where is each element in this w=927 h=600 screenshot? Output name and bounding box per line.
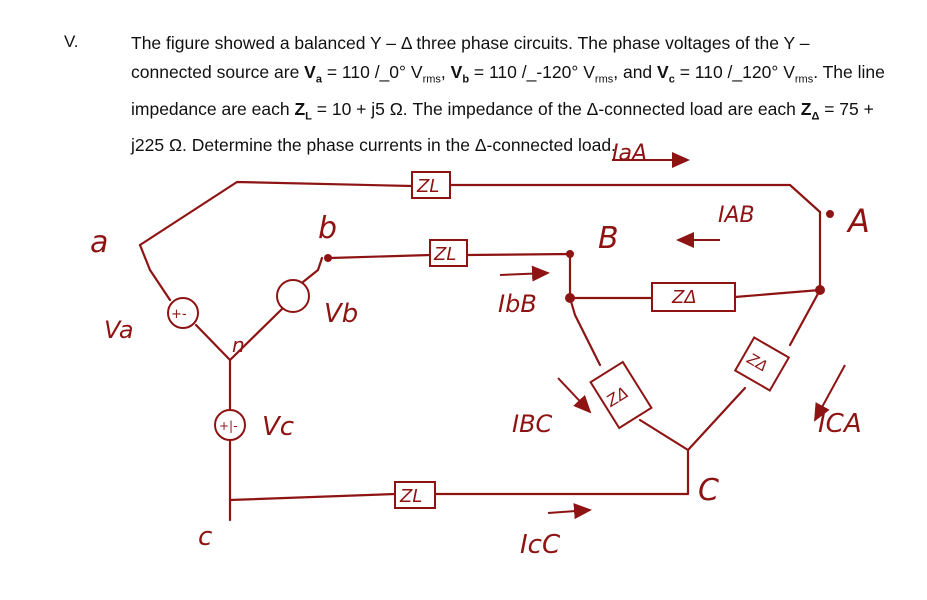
node-dot-A-top: [826, 210, 834, 218]
zd-value: = 75 + j225 Ω. Determine the phase curre…: [131, 98, 874, 156]
label-node-b: b: [318, 211, 337, 246]
wire-a-top: [138, 180, 414, 247]
vb-value: = 110 /_-120° V: [469, 62, 595, 82]
label-i-aA: IaA: [612, 141, 647, 166]
separator: ,: [440, 62, 451, 82]
zl-bot-box: [394, 481, 436, 509]
arrow-IbB: [499, 265, 550, 282]
label-va: Va: [104, 316, 134, 344]
label-i-CA: ICA: [818, 409, 862, 439]
vc-symbol: V: [657, 62, 669, 82]
wire-b-source: [301, 256, 324, 284]
vc-value: = 110 /_120° V: [674, 62, 795, 82]
source-vc: [214, 409, 246, 441]
wire-top-to-A: [448, 183, 822, 214]
zl-subscript: L: [305, 110, 312, 122]
wire-A-to-ZCA: [788, 288, 822, 347]
label-vb: Vb: [324, 299, 358, 329]
intro-text: The figure showed a balanced Y – Δ three…: [131, 33, 810, 82]
label-i-AB: IAB: [718, 203, 755, 228]
wire-B-to-ZBC: [568, 296, 602, 367]
problem-statement: The figure showed a balanced Y – Δ three…: [131, 29, 891, 160]
wire-ZAB-to-A: [733, 288, 822, 299]
label-i-bB: IbB: [498, 290, 537, 318]
label-node-c: c: [198, 522, 212, 552]
label-node-n: n: [232, 333, 245, 357]
label-i-BC: IBC: [512, 410, 553, 438]
wire-c-line: [228, 492, 397, 502]
zd-subscript: Δ: [811, 110, 820, 122]
wire-a-neutral: [194, 323, 232, 362]
zl-top-box: [411, 171, 451, 199]
va-unit: rms: [422, 73, 441, 86]
va-value: = 110 /_0° V: [321, 62, 423, 82]
zl-value: = 10 + j5 Ω. The impedance of the Δ-conn…: [311, 98, 801, 119]
source-vb: [276, 279, 310, 313]
wire-c-line-2: [433, 448, 690, 496]
zl-mid-box: [429, 239, 468, 267]
label-i-cC: IcC: [520, 530, 561, 560]
wire-b-line: [328, 253, 432, 260]
wire-a-source: [138, 243, 172, 302]
arrow-IBC: [557, 377, 592, 414]
zd-ab-box: [651, 282, 736, 312]
va-subscript: a: [315, 73, 322, 86]
vc-subscript: c: [668, 73, 675, 86]
label-src-c-sign: +|-: [219, 419, 237, 433]
zd-symbol: Z: [800, 98, 812, 119]
vb-unit: rms: [594, 73, 614, 86]
label-zd-ab: ZΔ: [671, 287, 697, 308]
line-text: . The line impedance are each: [131, 62, 885, 119]
vb-symbol: V: [450, 62, 463, 82]
label-zl-mid: ZL: [433, 244, 456, 265]
label-src-a-sign: +-: [171, 307, 187, 322]
label-node-a: a: [90, 225, 108, 260]
zl-symbol: Z: [294, 98, 306, 119]
node-dot-B: [565, 293, 575, 303]
label-node-B: B: [598, 221, 619, 256]
source-va: [167, 297, 199, 329]
va-symbol: V: [304, 62, 316, 82]
label-zl-bot: ZL: [399, 486, 422, 507]
label-vc: Vc: [262, 412, 294, 442]
wire-b-neutral: [228, 305, 286, 362]
label-node-A: A: [846, 202, 870, 240]
node-dot-b: [324, 254, 332, 262]
and-text: , and: [613, 62, 658, 82]
vb-subscript: b: [462, 73, 470, 86]
vc-unit: rms: [794, 73, 814, 86]
node-dot-b-line: [566, 250, 574, 258]
label-zl-top: ZL: [416, 176, 439, 197]
arrow-ICA: [814, 364, 846, 422]
wire-ZCA-to-C: [686, 386, 747, 452]
problem-number: V.: [64, 32, 79, 51]
arrow-IcC: [547, 503, 592, 520]
zd-bc-box: [589, 360, 653, 430]
label-node-C: C: [698, 473, 719, 508]
zd-ca-box: [733, 336, 791, 392]
wire-ZBC-to-C: [638, 418, 690, 452]
node-dot-A: [815, 285, 825, 295]
